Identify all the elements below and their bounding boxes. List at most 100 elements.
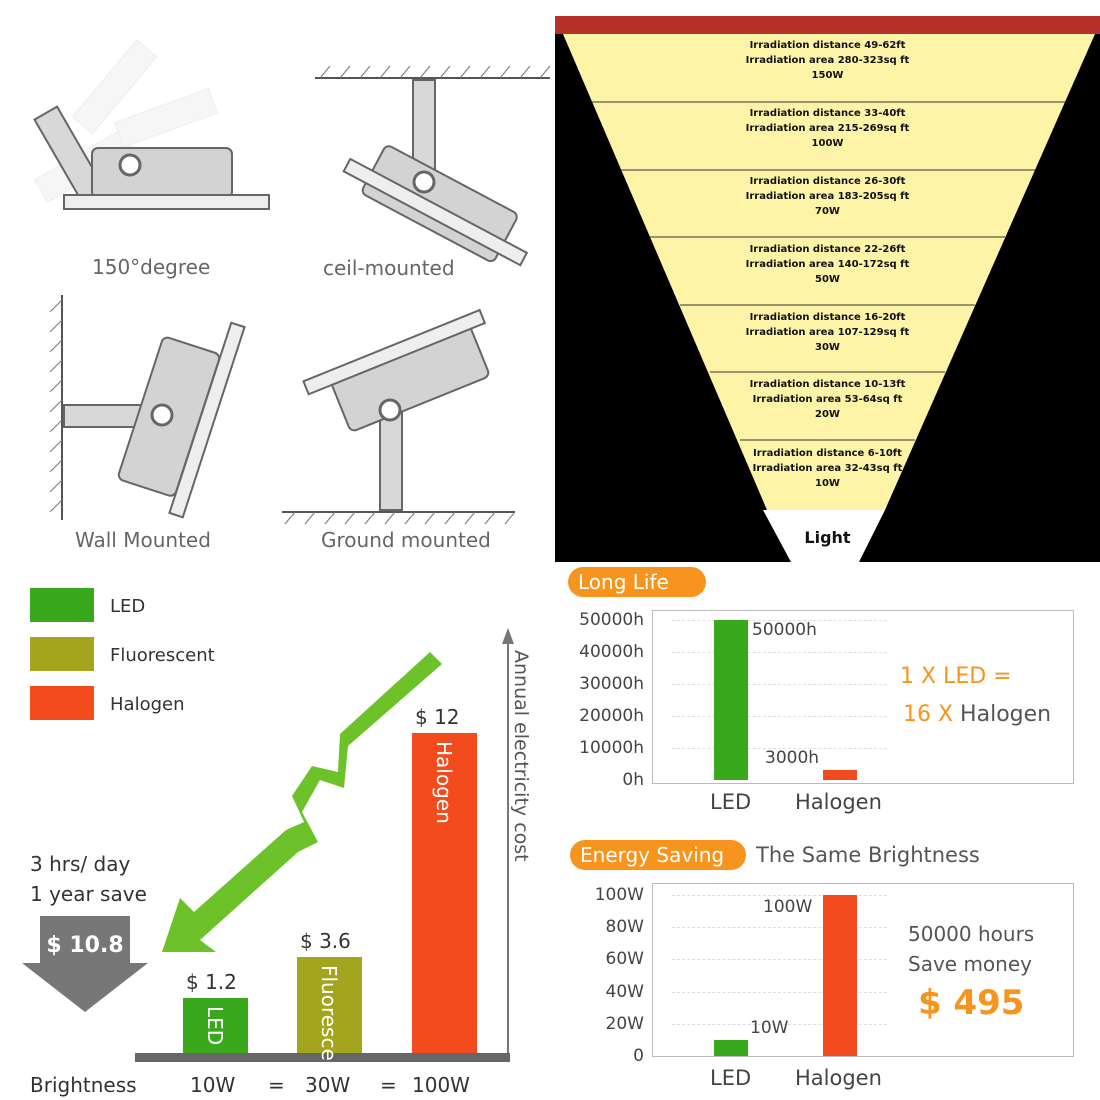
long-life-ytick: 30000h	[579, 674, 644, 694]
long-life-badge: Long Life	[568, 567, 706, 597]
long-life-bar-halogen	[823, 770, 857, 780]
irr-area: Irradiation area 280-323sq ft	[745, 55, 910, 66]
funnel-top-bar	[555, 16, 1100, 34]
brightness-100w: 100W	[412, 1073, 470, 1097]
irr-watt: 20W	[815, 409, 840, 420]
savings-zigzag-arrow	[162, 652, 442, 952]
cost-bar-fluorescent	[297, 957, 362, 1053]
cost-y-axis-arrow	[502, 628, 514, 644]
irr-area: Irradiation area 107-129sq ft	[745, 327, 910, 338]
irr-distance: Irradiation distance 26-30ft	[749, 176, 906, 187]
irr-distance: Irradiation distance 33-40ft	[749, 108, 906, 119]
long-life-category-halogen: Halogen	[795, 790, 882, 814]
energy-bar-halogen	[823, 895, 857, 1056]
save-down-arrow	[22, 916, 148, 1012]
cost-bar-label-halogen: Halogen	[432, 741, 456, 824]
long-life-gridline	[672, 684, 887, 685]
mounting-panel: 150°degree ceil-mounted Wall Mounted Gro…	[0, 0, 555, 560]
long-life-gridline	[672, 748, 887, 749]
irr-distance: Irradiation distance 49-62ft	[749, 40, 906, 51]
energy-category-halogen: Halogen	[795, 1066, 882, 1090]
legend-swatch-fluorescent	[30, 637, 94, 671]
irr-watt: 70W	[815, 206, 840, 217]
irr-row-10w: Irradiation distance 6-10ft Irradiation …	[555, 446, 1100, 491]
legend-swatch-halogen	[30, 686, 94, 720]
save-line-2: 1 year save	[30, 882, 147, 906]
energy-ytick: 100W	[594, 885, 644, 905]
cost-axis-label: Annual electricity cost	[510, 650, 532, 862]
long-life-ratio-line-1: 1 X LED =	[900, 664, 1012, 689]
label-ground-mounted: Ground mounted	[321, 528, 491, 552]
long-life-gridline	[672, 716, 887, 717]
energy-saving-subtitle: The Same Brightness	[756, 843, 980, 867]
energy-category-led: LED	[710, 1066, 752, 1090]
energy-saved-amount: $ 495	[918, 983, 1025, 1023]
energy-ytick: 60W	[605, 949, 644, 970]
light-source-block	[763, 510, 885, 562]
irr-area: Irradiation area 215-269sq ft	[745, 123, 910, 134]
brightness-10w: 10W	[190, 1073, 236, 1097]
long-life-ratio-line-2: 16 X Halogen	[903, 702, 1051, 727]
cost-bar-label-led: LED	[203, 1006, 227, 1046]
long-life-data-label-led: 50000h	[752, 620, 817, 640]
cost-bar-led	[183, 998, 248, 1053]
legend-label-led: LED	[110, 596, 146, 617]
ratio-2-text: Halogen	[953, 702, 1052, 727]
irr-area: Irradiation area 183-205sq ft	[745, 191, 910, 202]
cost-bar-label-fluorescent: Fluorescent	[317, 965, 341, 1082]
ratio-2-num: 16 X	[903, 702, 954, 727]
label-wall-mounted: Wall Mounted	[75, 528, 211, 552]
cost-value-fluorescent: $ 3.6	[300, 929, 351, 953]
energy-data-label-led: 10W	[750, 1017, 789, 1038]
save-amount: $ 10.8	[46, 933, 124, 958]
funnel-beam	[563, 34, 1095, 510]
irr-distance: Irradiation distance 10-13ft	[749, 379, 906, 390]
irr-row-20w: Irradiation distance 10-13ft Irradiation…	[555, 377, 1100, 422]
energy-gridline	[672, 927, 887, 929]
energy-gridline	[672, 895, 887, 896]
funnel-dividers	[592, 101, 1065, 441]
energy-gridline	[672, 1023, 887, 1025]
energy-ytick: 0	[633, 1046, 644, 1066]
irr-row-70w: Irradiation distance 26-30ft Irradiation…	[555, 174, 1100, 219]
long-life-ytick: 50000h	[579, 610, 644, 630]
light-label: Light	[804, 528, 851, 547]
cost-value-halogen: $ 12	[415, 705, 460, 729]
mount-150-degree-illustration	[33, 39, 551, 525]
label-150-degree: 150°degree	[92, 255, 211, 279]
irr-distance: Irradiation distance 22-26ft	[749, 244, 906, 255]
energy-chart-frame	[652, 883, 1074, 1057]
brightness-eq-2: =	[380, 1073, 397, 1097]
long-life-ytick: 0h	[622, 770, 644, 790]
energy-bar-led	[714, 1039, 748, 1056]
cost-bar-halogen	[412, 733, 477, 1053]
irr-row-150w: Irradiation distance 49-62ft Irradiation…	[555, 38, 1100, 83]
energy-ytick: 80W	[605, 917, 644, 938]
label-ceil-mounted: ceil-mounted	[323, 256, 455, 280]
cost-graphics	[22, 628, 514, 1062]
energy-gridline	[672, 959, 887, 961]
irr-row-100w: Irradiation distance 33-40ft Irradiation…	[555, 106, 1100, 151]
irradiation-funnel	[555, 16, 1100, 562]
irr-watt: 50W	[815, 274, 840, 285]
energy-saving-badge: Energy Saving	[570, 840, 746, 870]
long-life-ytick: 20000h	[579, 706, 644, 726]
long-life-category-led: LED	[710, 790, 752, 814]
energy-note-line-1: 50000 hours	[908, 922, 1035, 946]
irr-area: Irradiation area 140-172sq ft	[745, 259, 910, 270]
long-life-data-label-halogen: 3000h	[765, 748, 820, 769]
long-life-gridline	[672, 652, 887, 653]
irr-row-50w: Irradiation distance 22-26ft Irradiation…	[555, 242, 1100, 287]
energy-note-line-2: Save money	[908, 952, 1032, 976]
irr-area: Irradiation area 53-64sq ft	[752, 394, 903, 405]
cost-value-led: $ 1.2	[186, 970, 237, 994]
energy-ytick: 20W	[605, 1013, 644, 1034]
legend-swatch-led	[30, 588, 94, 622]
energy-ytick: 40W	[605, 981, 644, 1002]
irr-watt: 100W	[811, 138, 844, 149]
energy-gridline	[672, 991, 887, 993]
save-line-1: 3 hrs/ day	[30, 852, 131, 876]
long-life-chart-frame	[652, 610, 1074, 784]
brightness-eq-1: =	[268, 1073, 285, 1097]
irr-distance: Irradiation distance 16-20ft	[749, 312, 906, 323]
